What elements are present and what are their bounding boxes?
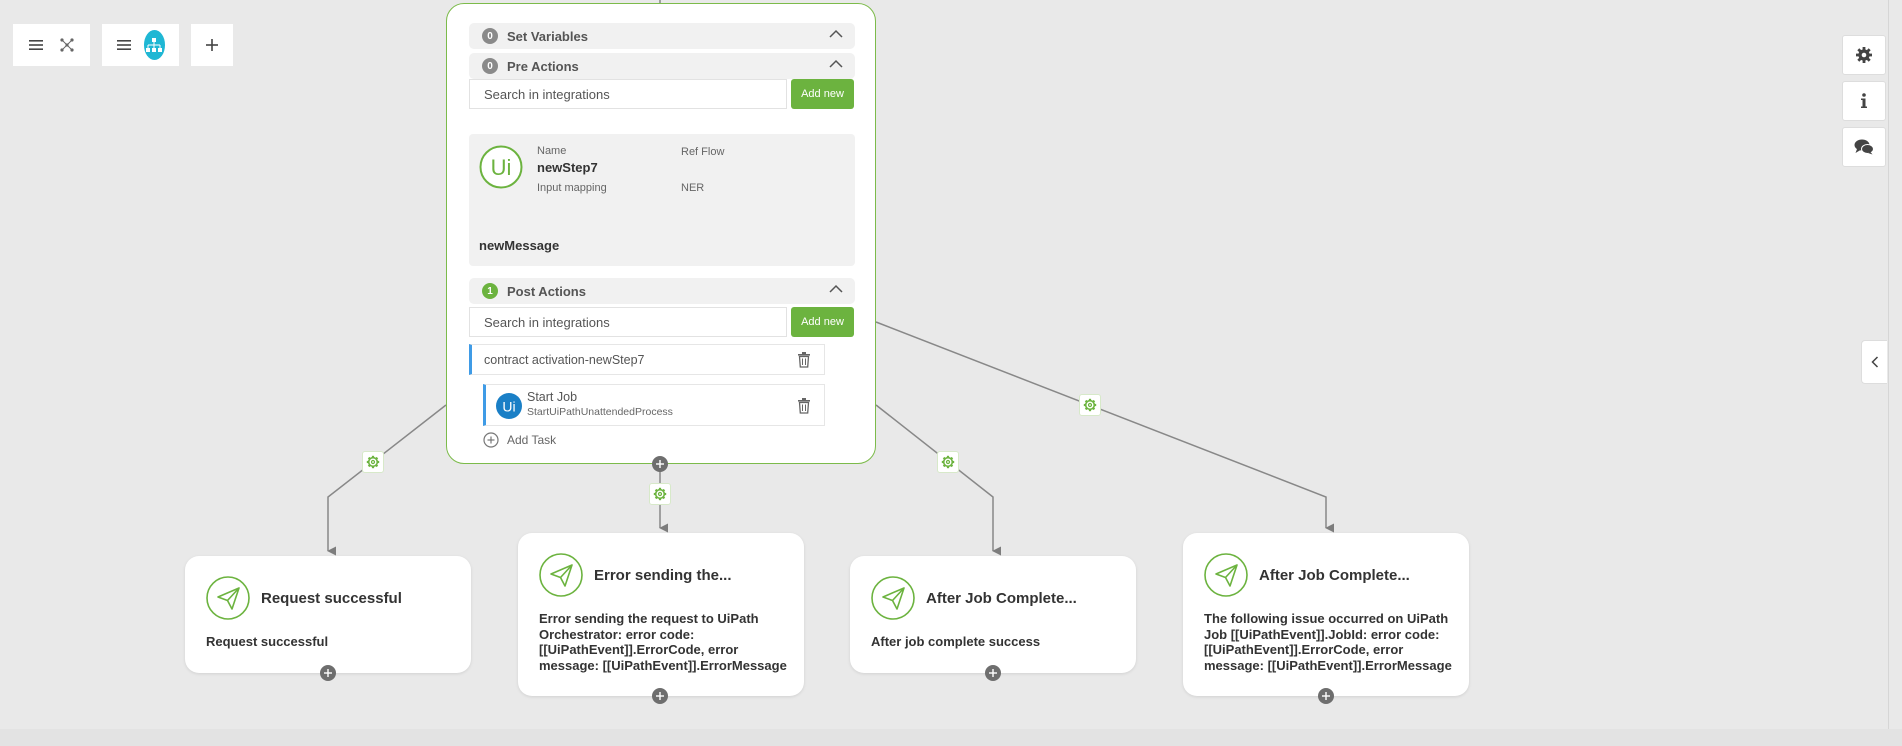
edge-settings-gear[interactable] [1079, 394, 1101, 416]
message-body: Request successful [206, 634, 329, 649]
chevron-up-icon[interactable] [829, 59, 843, 68]
chevron-up-icon[interactable] [829, 29, 843, 38]
post-actions-label: Post Actions [507, 283, 586, 299]
uipath-task-icon: Ui [496, 393, 522, 419]
integration-panel[interactable]: Ui Name newStep7 Ref Flow Input mapping … [469, 134, 855, 266]
menu-icon[interactable] [116, 34, 132, 56]
name-label: Name [537, 145, 567, 157]
message-body: After job complete success [871, 634, 1041, 649]
post-actions-search-input[interactable] [469, 307, 787, 337]
input-mapping-label: Input mapping [537, 182, 607, 194]
uipath-icon: Ui [479, 145, 523, 189]
edge-settings-gear[interactable] [649, 483, 671, 505]
add-task-button[interactable]: Add Task [483, 432, 556, 448]
pre-actions-label: Pre Actions [507, 58, 579, 74]
send-icon [539, 553, 583, 597]
message-card[interactable]: Request successful Request successful [185, 556, 471, 673]
message-name: newMessage [479, 238, 560, 253]
pre-actions-search-input[interactable] [469, 79, 787, 109]
post-actions-count: 1 [482, 283, 498, 299]
comments-button[interactable] [1842, 127, 1886, 167]
collapse-panel-button[interactable] [1861, 340, 1887, 384]
canvas-bottom-bar [0, 729, 1902, 746]
set-variables-header[interactable]: 0 Set Variables [469, 23, 855, 49]
right-panel-divider [1888, 0, 1889, 746]
graph-nodes-icon[interactable] [58, 34, 77, 56]
input-mapping-value: NER [681, 182, 705, 194]
add-step-handle[interactable] [985, 665, 1001, 681]
hierarchy-icon[interactable] [143, 30, 165, 60]
add-step-handle[interactable] [1318, 688, 1334, 704]
ref-flow-label: Ref Flow [681, 146, 725, 158]
gear-icon [1083, 398, 1097, 412]
chevron-up-icon[interactable] [829, 284, 843, 293]
task-title: Start Job [527, 390, 578, 404]
comments-icon [1854, 139, 1874, 155]
edge-to-request-successful [327, 404, 447, 556]
add-task-label: Add Task [507, 433, 557, 447]
gear-icon [653, 487, 667, 501]
task-logo-text: Ui [502, 399, 515, 415]
send-icon [206, 576, 250, 620]
send-icon [871, 576, 915, 620]
message-title: Error sending the... [594, 567, 732, 584]
message-title: After Job Complete... [1259, 567, 1410, 584]
send-icon [1204, 553, 1248, 597]
edge-settings-gear[interactable] [362, 451, 384, 473]
trash-icon[interactable] [797, 352, 811, 368]
add-step-handle[interactable] [652, 456, 668, 472]
post-action-flow-name: contract activation-newStep7 [484, 353, 645, 367]
message-card[interactable]: Error sending the... Error sending the r… [518, 533, 804, 696]
set-variables-count: 0 [482, 28, 498, 44]
gear-icon [1856, 47, 1872, 63]
post-actions-header[interactable]: 1 Post Actions [469, 278, 855, 304]
edge-to-after-job-issue [875, 321, 1335, 533]
name-value: newStep7 [537, 160, 598, 175]
view-toolbar [13, 24, 90, 66]
pre-actions-header[interactable]: 0 Pre Actions [469, 53, 855, 79]
pre-actions-count: 0 [482, 58, 498, 74]
message-title: After Job Complete... [926, 590, 1077, 607]
plus-icon[interactable] [201, 34, 223, 56]
edge-to-after-job-success [875, 404, 1002, 556]
add-step-handle[interactable] [652, 688, 668, 704]
message-card[interactable]: After Job Complete... The following issu… [1183, 533, 1469, 696]
info-icon [1861, 93, 1867, 108]
menu-icon[interactable] [27, 34, 46, 56]
post-action-flow-row[interactable]: contract activation-newStep7 [469, 344, 825, 375]
add-node-toolbar [191, 24, 233, 66]
info-button[interactable] [1842, 81, 1886, 121]
post-actions-add-new-button[interactable]: Add new [791, 307, 854, 337]
settings-button[interactable] [1842, 35, 1886, 75]
layout-toolbar [102, 24, 179, 66]
message-body: The following issue occurred on UiPath J… [1204, 611, 1452, 673]
edge-settings-gear[interactable] [937, 451, 959, 473]
task-subtitle: StartUiPathUnattendedProcess [527, 406, 673, 418]
message-card[interactable]: After Job Complete... After job complete… [850, 556, 1136, 673]
uipath-logo-text: Ui [491, 155, 512, 180]
add-step-handle[interactable] [320, 665, 336, 681]
message-title: Request successful [261, 590, 402, 607]
message-body: Error sending the request to UiPath Orch… [539, 611, 787, 673]
gear-icon [941, 455, 955, 469]
step-card[interactable]: 0 Set Variables 0 Pre Actions Add new Ui… [446, 3, 876, 464]
task-row[interactable]: Ui Start Job StartUiPathUnattendedProces… [483, 384, 825, 426]
gear-icon [366, 455, 380, 469]
pre-actions-add-new-button[interactable]: Add new [791, 79, 854, 109]
add-circle-icon [483, 432, 499, 448]
set-variables-label: Set Variables [507, 28, 588, 44]
chevron-left-icon [1870, 356, 1878, 368]
trash-icon[interactable] [797, 398, 811, 414]
